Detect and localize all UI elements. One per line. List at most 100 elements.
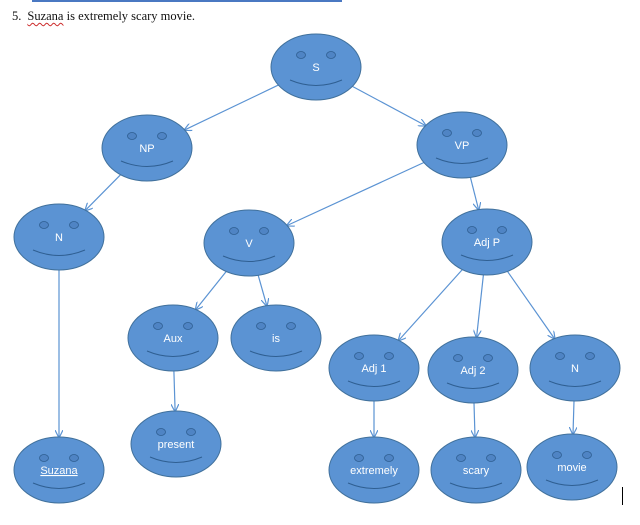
left-eye-icon [39,454,49,462]
text-cursor [622,487,623,505]
node-label: is [272,333,280,345]
node-n1: N [13,203,105,271]
node-label: N [55,232,63,244]
smile-icon [347,380,401,387]
smiley-face-shape [13,436,105,504]
smile-icon [347,482,401,489]
smile-icon [32,482,86,489]
node-label: extremely [350,465,398,477]
node-label: scary [463,465,490,477]
smiley-face-shape [526,433,618,501]
smile-icon [289,79,343,86]
edge-vp-to-adjp [469,177,478,209]
right-eye-icon [69,454,79,462]
right-eye-icon [286,322,296,330]
smile-icon [222,255,276,262]
node-label: present [158,439,195,451]
smiley-face-shape [427,336,519,404]
node-n2: N [529,334,621,402]
left-eye-icon [39,221,49,229]
smiley-face-shape [101,114,193,182]
left-eye-icon [555,352,565,360]
right-eye-icon [486,454,496,462]
left-eye-icon [552,451,562,459]
node-label: Adj 1 [361,363,386,375]
sentence-line: 5. Suzana is extremely scary movie. [12,9,195,24]
smile-icon [460,254,514,261]
node-label: N [571,363,579,375]
smile-icon [548,380,602,387]
right-eye-icon [183,322,193,330]
node-np: NP [101,114,193,182]
right-eye-icon [497,226,507,234]
sentence-subject: Suzana [27,9,64,23]
edge-v-to-aux [196,271,227,310]
node-label: Adj 2 [460,365,485,377]
node-v: V [203,209,295,277]
smiley-face-shape [328,334,420,402]
node-label: NP [139,143,154,155]
left-eye-icon [256,322,266,330]
right-eye-icon [326,51,336,59]
right-eye-icon [472,129,482,137]
smile-icon [149,456,203,463]
smiley-face-shape [127,304,219,372]
node-extremely: extremely [328,436,420,504]
smiley-face-shape [130,410,222,478]
edge-adj2-to-scary [474,402,475,437]
left-eye-icon [453,354,463,362]
node-adj2: Adj 2 [427,336,519,404]
node-adjp: Adj P [441,208,533,276]
smiley-face-shape [416,111,508,179]
left-eye-icon [156,428,166,436]
sentence-rest: is extremely scary movie. [66,9,196,23]
left-eye-icon [442,129,452,137]
left-eye-icon [467,226,477,234]
edge-adjp-to-adj1 [399,269,463,341]
right-eye-icon [186,428,196,436]
smile-icon [446,382,500,389]
left-eye-icon [153,322,163,330]
smiley-face-shape [430,436,522,504]
edge-adjp-to-adj2 [477,274,484,337]
node-aux: Aux [127,304,219,372]
right-eye-icon [585,352,595,360]
edge-s-to-vp [352,85,425,125]
sentence-number: 5. [12,9,22,23]
right-eye-icon [483,354,493,362]
right-eye-icon [384,352,394,360]
node-label: Suzana [40,465,78,477]
smile-icon [545,479,599,486]
edge-vp-to-v [287,161,425,226]
edge-v-to-is [257,275,267,305]
edge-np-to-n1 [85,174,122,211]
node-vp: VP [416,111,508,179]
smiley-face-shape [529,334,621,402]
smiley-face-shape [328,436,420,504]
left-eye-icon [456,454,466,462]
edge-adjp-to-n2 [507,271,555,338]
node-suzana: Suzana [13,436,105,504]
node-label: Aux [164,333,183,345]
left-eye-icon [127,132,137,140]
smile-icon [449,482,503,489]
left-eye-icon [354,454,364,462]
edges-layer [59,84,574,437]
left-eye-icon [229,227,239,235]
left-eye-icon [296,51,306,59]
edge-n2-to-movie [573,400,574,434]
smiley-face-shape [270,33,362,101]
right-eye-icon [69,221,79,229]
node-label: VP [455,140,470,152]
edge-aux-to-present [174,370,175,411]
smiley-face-shape [441,208,533,276]
smile-icon [120,160,174,167]
top-rule [32,0,342,2]
smiley-face-shape [203,209,295,277]
smile-icon [32,249,86,256]
right-eye-icon [157,132,167,140]
node-s: S [270,33,362,101]
